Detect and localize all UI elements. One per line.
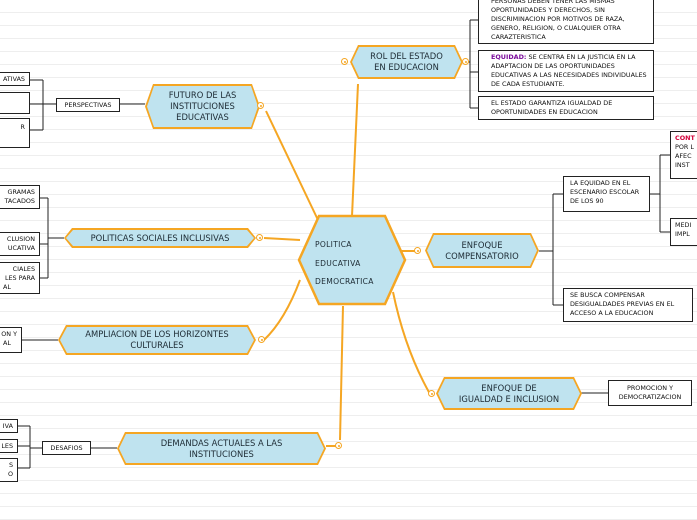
politicas-leaf3-line2: LES PARA: [4, 274, 35, 282]
collapse-dot-futuro[interactable]: [257, 102, 264, 109]
politicas-title: POLITICAS SOCIALES INCLUSIVAS: [90, 232, 230, 243]
node-politicas-sociales[interactable]: POLITICAS SOCIALES INCLUSIVAS: [64, 228, 256, 248]
demandas-title-line1: DEMANDAS ACTUALES A LAS: [160, 437, 283, 448]
equidad-label: EQUIDAD:: [491, 53, 527, 61]
ampliacion-title-line2: CULTURALES: [130, 340, 184, 350]
demandas-leaf3-line1: S: [8, 461, 13, 469]
collapse-dot-igualdad[interactable]: [428, 390, 435, 397]
compensatorio-sub2: MEDI IMPL: [670, 218, 697, 246]
collapse-dot-compensatorio[interactable]: [414, 247, 421, 254]
connector-ampliacion: [263, 279, 301, 341]
rol-item-equidad: EQUIDAD: SE CENTRA EN LA JUSTICIA EN LA …: [478, 50, 654, 92]
connector-futuro: [265, 110, 319, 221]
collapse-dot-demandas[interactable]: [335, 442, 342, 449]
rol-item1-text: PERSONAS DEBEN TENER LAS MISMAS OPORTUNI…: [491, 0, 625, 41]
demandas-leaf-2: LES: [0, 439, 18, 453]
compensatorio-sub1: CONT POR L AFEC INST: [670, 131, 697, 179]
futuro-leaf1-text: ATIVAS: [2, 75, 25, 83]
node-ampliacion-horizontes[interactable]: AMPLIACION DE LOS HORIZONTES CULTURALES: [58, 325, 256, 355]
node-enfoque-compensatorio[interactable]: ENFOQUE COMPENSATORIO: [425, 233, 539, 268]
politicas-leaf-2: CLUSION UCATIVA: [0, 232, 40, 256]
sub1-label: CONT: [675, 134, 695, 142]
node-demandas-actuales[interactable]: DEMANDAS ACTUALES A LAS INSTITUCIONES: [117, 432, 326, 465]
rol-item-garantia: EL ESTADO GARANTIZA IGUALDAD DE OPORTUNI…: [478, 96, 654, 120]
igualdad-item1-text: PROMOCION Y DEMOCRATIZACION: [618, 384, 682, 401]
compensatorio-item-equidad-90: LA EQUIDAD EN EL ESCENARIO ESCOLAR DE LO…: [563, 176, 650, 212]
igualdad-item-promocion: PROMOCION Y DEMOCRATIZACION: [608, 380, 692, 406]
connector-politicas: [263, 237, 301, 241]
center-node[interactable]: POLITICA EDUCATIVA DEMOCRATICA: [297, 214, 407, 306]
connector-rol: [351, 83, 359, 217]
collapse-dot-ampliacion[interactable]: [258, 336, 265, 343]
center-line-2: EDUCATIVA: [315, 258, 361, 268]
rol-item-igualdad-derechos: PERSONAS DEBEN TENER LAS MISMAS OPORTUNI…: [478, 0, 654, 44]
futuro-leaf-3: R: [0, 118, 30, 148]
node-futuro-instituciones[interactable]: FUTURO DE LAS INSTITUCIONES EDUCATIVAS: [145, 84, 260, 129]
politicas-leaf-1: GRAMAS TACADOS: [0, 185, 40, 209]
sub1-line4: INST: [675, 161, 690, 169]
politicas-leaf3-line3: AL: [3, 283, 11, 291]
futuro-title-line2: INSTITUCIONES: [170, 101, 235, 111]
sub1-line3: AFEC: [675, 152, 692, 160]
node-enfoque-igualdad-inclusion[interactable]: ENFOQUE DE IGUALDAD E INCLUSION: [436, 377, 582, 410]
collapse-dot-politicas[interactable]: [256, 234, 263, 241]
futuro-leaf-2: [0, 92, 30, 114]
expand-dot-rol[interactable]: [462, 58, 469, 65]
igualdad-title-line1: ENFOQUE DE: [481, 382, 537, 393]
ampliacion-leaf-1: ON Y AL: [0, 327, 22, 353]
demandas-leaf-3: S O: [0, 458, 18, 482]
node-rol-del-estado[interactable]: ROL DEL ESTADO EN EDUCACION: [350, 45, 463, 79]
center-line-3: DEMOCRATICA: [315, 277, 374, 286]
center-title: POLITICA EDUCATIVA DEMOCRATICA: [315, 236, 385, 292]
rol-item3-text: EL ESTADO GARANTIZA IGUALDAD DE OPORTUNI…: [491, 99, 613, 116]
center-line-1: POLITICA: [315, 240, 352, 249]
compensatorio-title-line1: ENFOQUE: [461, 239, 503, 250]
futuro-title-line3: EDUCATIVAS: [176, 112, 229, 122]
sub1-line2: POR L: [675, 143, 694, 151]
connector-demandas: [339, 305, 344, 441]
politicas-leaf2-line1: CLUSION: [6, 235, 35, 243]
igualdad-title-line2: IGUALDAD E INCLUSION: [458, 393, 560, 404]
ampliacion-leaf1-line1: ON Y: [1, 330, 17, 338]
compensatorio-title-line2: COMPENSATORIO: [445, 250, 519, 261]
sub2-line2: IMPL: [675, 230, 690, 238]
ampliacion-leaf1-line2: AL: [3, 339, 11, 347]
desafios-text: DESAFIOS: [50, 443, 83, 452]
futuro-title-line1: FUTURO DE LAS: [168, 90, 237, 100]
politicas-leaf1-line1: GRAMAS: [7, 188, 35, 196]
rol-title-line1: ROL DEL ESTADO: [370, 51, 443, 61]
demandas-title-line2: INSTITUCIONES: [189, 448, 254, 459]
compensatorio-item2-text: SE BUSCA COMPENSAR DESIGUALDADES PREVIAS…: [570, 291, 675, 317]
rol-title-line2: EN EDUCACION: [374, 62, 439, 72]
politicas-leaf1-line2: TACADOS: [4, 197, 35, 205]
ampliacion-title-line1: AMPLIACION DE LOS HORIZONTES: [85, 329, 229, 339]
perspectivas-text: PERSPECTIVAS: [64, 100, 112, 109]
center-hexagon: [297, 214, 407, 306]
rol-item2-text: SE CENTRA EN LA JUSTICIA EN LA ADAPTACIO…: [491, 53, 647, 88]
futuro-leaf3-text: R: [20, 123, 25, 131]
collapse-dot-rol[interactable]: [341, 58, 348, 65]
sub2-line1: MEDI: [675, 221, 692, 229]
compensatorio-item1-text: LA EQUIDAD EN EL ESCENARIO ESCOLAR DE LO…: [570, 179, 640, 205]
futuro-leaf-1: ATIVAS: [0, 72, 30, 86]
politicas-leaf3-line1: CIALES: [12, 265, 35, 273]
demandas-leaf2-text: LES: [1, 442, 13, 450]
demandas-leaf1-text: IVA: [2, 422, 13, 430]
politicas-leaf2-line2: UCATIVA: [7, 244, 35, 252]
demandas-desafios: DESAFIOS: [42, 441, 91, 455]
connector-igualdad: [392, 291, 431, 395]
demandas-leaf-1: IVA: [0, 419, 18, 433]
futuro-perspectivas: PERSPECTIVAS: [56, 98, 120, 112]
compensatorio-item-compensar: SE BUSCA COMPENSAR DESIGUALDADES PREVIAS…: [563, 288, 693, 322]
demandas-leaf3-line2: O: [7, 470, 13, 478]
politicas-leaf-3: CIALES LES PARA AL: [0, 262, 40, 294]
